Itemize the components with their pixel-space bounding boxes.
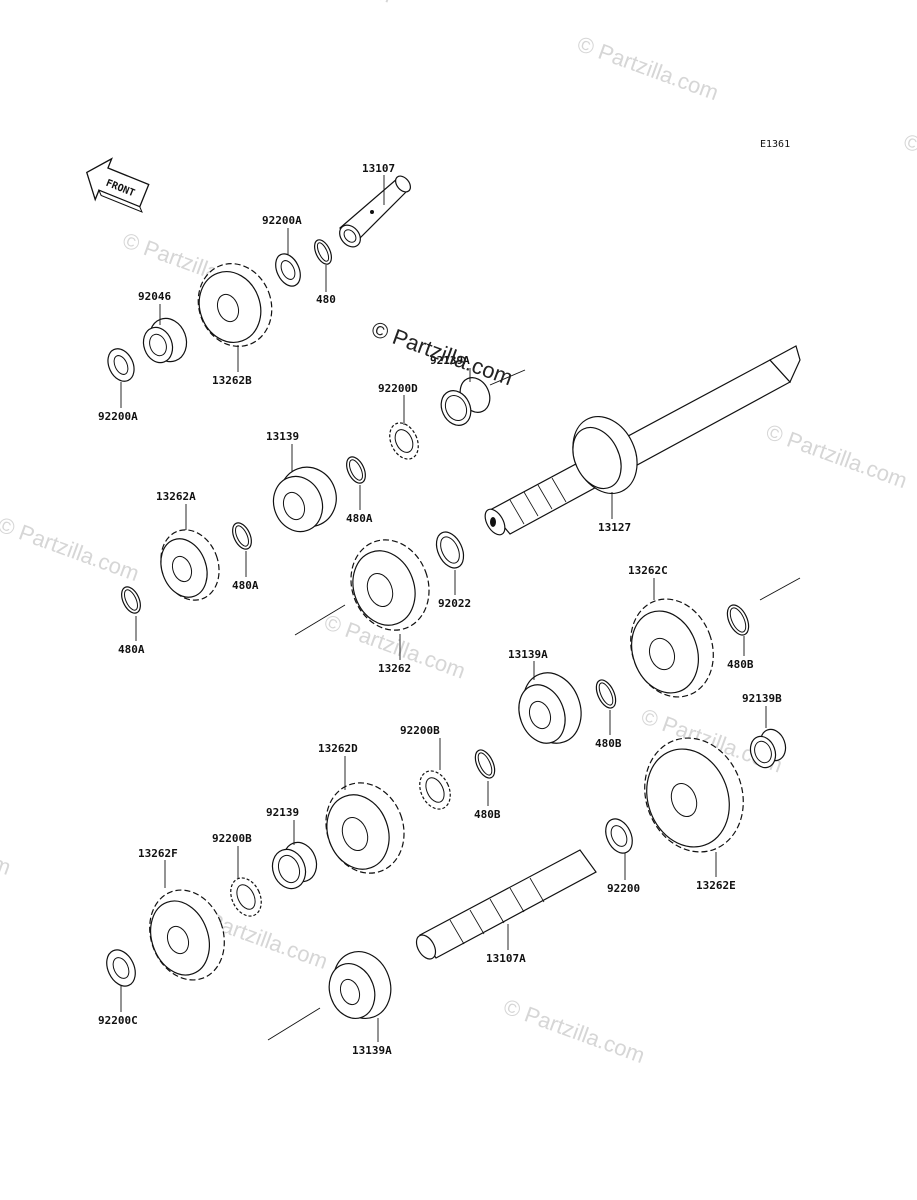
part-label-13139a[interactable]: 13139A (352, 1044, 392, 1057)
part-label-13262d[interactable]: 13262D (318, 742, 358, 755)
part-label-13139a[interactable]: 13139A (508, 648, 548, 661)
washer-92200b-lower[interactable] (225, 873, 267, 921)
part-label-92046[interactable]: 92046 (138, 290, 171, 303)
watermark-tile: © Partzilla.com (500, 994, 648, 1068)
watermark-tile: © Partzilla.com (763, 419, 911, 493)
circlip-480a-upper[interactable] (343, 454, 369, 486)
part-label-92022[interactable]: 92022 (438, 597, 471, 610)
part-label-92200a[interactable]: 92200A (98, 410, 138, 423)
reference-code: E1361 (760, 139, 790, 150)
washer-92200a-lower[interactable] (103, 345, 139, 386)
part-label-13262f[interactable]: 13262F (138, 847, 178, 860)
part-labels: 13107 92200A 480 92046 13262B 92200A 922… (98, 162, 782, 1057)
watermark-tile: © Partzilla.com (248, 0, 396, 8)
part-label-13262b[interactable]: 13262B (212, 374, 252, 387)
washer-92200a-top[interactable] (271, 250, 305, 290)
hub-13139a-upper[interactable] (511, 665, 591, 752)
bushing-92139b[interactable] (746, 726, 789, 771)
watermark-tile: © Partzilla.com (574, 31, 722, 105)
gear-13262b[interactable] (187, 253, 283, 357)
part-label-13107a[interactable]: 13107A (486, 952, 526, 965)
part-label-92200[interactable]: 92200 (607, 882, 640, 895)
part-label-92139a[interactable]: 92139A (430, 354, 470, 367)
bearing-92046[interactable] (139, 313, 193, 367)
gear-13262e[interactable] (629, 724, 759, 866)
shaft-13127[interactable] (481, 345, 801, 538)
part-label-92139b[interactable]: 92139B (742, 692, 782, 705)
circlip-480b-lower[interactable] (471, 747, 498, 781)
watermark-tile: © Partzilla.com (0, 512, 143, 586)
circlip-480[interactable] (311, 237, 335, 266)
circlip-480b-right[interactable] (723, 602, 753, 639)
washer-92022[interactable] (431, 528, 469, 573)
part-label-480b[interactable]: 480B (727, 658, 754, 671)
watermark-tile: © Partzilla.com (0, 806, 14, 880)
washer-92200[interactable] (601, 815, 638, 858)
gear-13262c[interactable] (617, 587, 726, 708)
part-label-480a[interactable]: 480A (232, 579, 259, 592)
gear-13262d[interactable] (314, 772, 417, 884)
part-label-92200d[interactable]: 92200D (378, 382, 418, 395)
part-label-13262[interactable]: 13262 (378, 662, 411, 675)
circlip-480b-mid[interactable] (592, 677, 619, 711)
gear-13262a[interactable] (151, 522, 228, 609)
part-label-92139[interactable]: 92139 (266, 806, 299, 819)
part-label-92200a[interactable]: 92200A (262, 214, 302, 227)
part-label-92200b[interactable]: 92200B (400, 724, 440, 737)
part-label-480b[interactable]: 480B (595, 737, 622, 750)
circlip-480a-mid[interactable] (229, 520, 255, 552)
hub-13139a-lower[interactable] (322, 943, 400, 1026)
bushing-92139[interactable] (267, 838, 322, 894)
part-label-92200c[interactable]: 92200C (98, 1014, 138, 1027)
part-label-13262e[interactable]: 13262E (696, 879, 736, 892)
gear-13262[interactable] (339, 529, 442, 641)
shaft-13107[interactable] (335, 173, 413, 251)
watermark-tile: © Partzilla.com (900, 129, 917, 203)
circlip-480a-lower[interactable] (118, 584, 144, 616)
shaft-13107a[interactable] (413, 849, 597, 962)
part-label-480b[interactable]: 480B (474, 808, 501, 821)
front-arrow-icon: FRONT (85, 157, 150, 213)
part-label-92200b[interactable]: 92200B (212, 832, 252, 845)
bushing-92139a[interactable] (436, 373, 496, 430)
part-label-13127[interactable]: 13127 (598, 521, 631, 534)
washer-92200d[interactable] (384, 418, 424, 463)
leader-lines (120, 175, 767, 1042)
part-label-480a[interactable]: 480A (346, 512, 373, 525)
part-label-480[interactable]: 480 (316, 293, 336, 306)
part-label-13107[interactable]: 13107 (362, 162, 395, 175)
watermark-main: © Partzilla.com (368, 316, 516, 390)
part-label-13262c[interactable]: 13262C (628, 564, 668, 577)
part-label-480a[interactable]: 480A (118, 643, 145, 656)
washer-92200b-upper[interactable] (414, 766, 456, 814)
washer-92200c[interactable] (101, 945, 141, 990)
part-label-13262a[interactable]: 13262A (156, 490, 196, 503)
hub-13139[interactable] (266, 459, 345, 538)
part-label-13139[interactable]: 13139 (266, 430, 299, 443)
gear-13262f[interactable] (137, 879, 236, 990)
